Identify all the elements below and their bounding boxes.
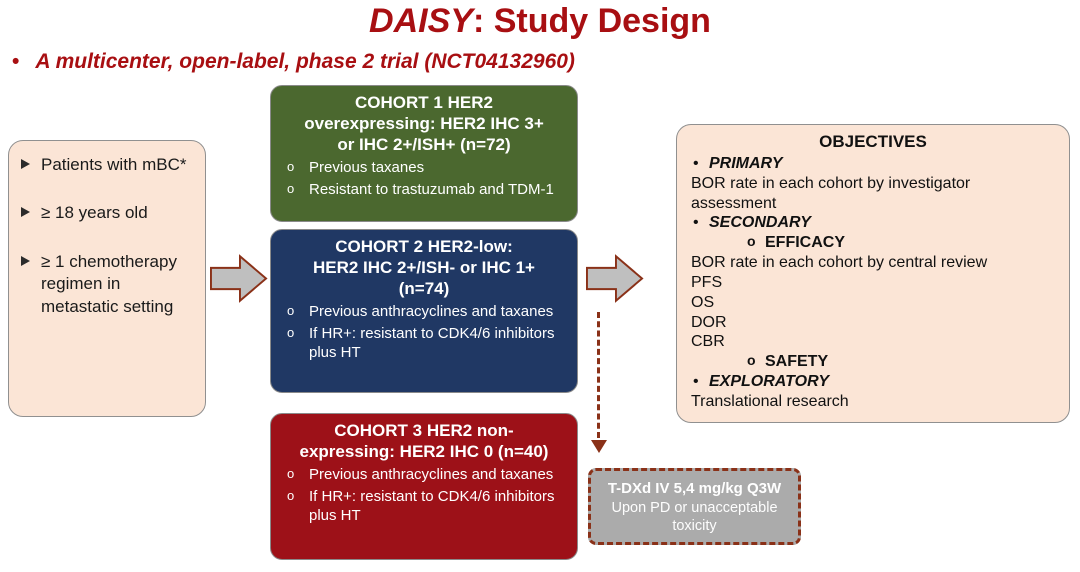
cohort2-title-line: (n=74) [398, 279, 450, 299]
objective-item: Translational research [691, 392, 1055, 412]
circle-bullet-icon [287, 325, 309, 363]
circle-bullet-icon [287, 303, 309, 322]
objectives-box: OBJECTIVES PRIMARY BOR rate in each coho… [676, 124, 1070, 423]
objective-text: SECONDARY [709, 214, 811, 232]
treatment-duration: Upon PD or unacceptable [611, 499, 778, 516]
objective-text: PFS [691, 273, 723, 291]
circle-bullet-icon [287, 181, 309, 200]
eligibility-item: ≥ 18 years old [21, 202, 197, 224]
circle-bullet-icon [747, 233, 765, 253]
cohort2-box: COHORT 2 HER2-low: HER2 IHC 2+/ISH- or I… [270, 229, 578, 393]
eligibility-item: ≥ 1 chemotherapy regimen in metastatic s… [21, 251, 197, 318]
bullet-dot-icon [691, 154, 709, 174]
cohort1-title-line: overexpressing: HER2 IHC 3+ [304, 114, 544, 134]
cohort1-bullet: Previous taxanes [279, 159, 569, 178]
cohort2-bullet-text: If HR+: resistant to CDK4/6 inhibitors p… [309, 325, 555, 362]
cohort3-title-line: COHORT 3 HER2 non- [334, 421, 514, 440]
eligibility-item-text: ≥ 18 years old [41, 203, 148, 223]
objective-text: Translational research [691, 392, 849, 410]
objective-item: PFS [691, 273, 1055, 293]
treatment-duration: toxicity [672, 518, 717, 535]
arrowhead-bullet-icon [21, 207, 41, 224]
objectives-header: OBJECTIVES [819, 132, 927, 151]
cohort2-title: COHORT 2 HER2-low: HER2 IHC 2+/ISH- or I… [279, 236, 569, 299]
cohort1-box: COHORT 1 HER2 overexpressing: HER2 IHC 3… [270, 85, 578, 222]
title-suffix: : Study Design [472, 2, 711, 40]
cohort3-bullet-text: If HR+: resistant to CDK4/6 inhibitors p… [309, 488, 555, 524]
objective-item: DOR [691, 313, 1055, 333]
cohort2-title-line: HER2 IHC 2+/ISH- or IHC 1+ [312, 258, 535, 278]
cohort3-box: COHORT 3 HER2 non- expressing: HER2 IHC … [270, 413, 578, 560]
bullet-dot-icon [691, 213, 709, 233]
treatment-dose: T-DXd IV 5,4 mg/kg Q3W [607, 480, 782, 497]
circle-bullet-icon [287, 159, 309, 178]
objective-item: OS [691, 293, 1055, 313]
objective-text: EXPLORATORY [709, 373, 830, 391]
objective-item: EFFICACY [691, 233, 1055, 253]
down-arrowhead-icon [591, 440, 607, 453]
cohort1-title: COHORT 1 HER2 overexpressing: HER2 IHC 3… [279, 92, 569, 155]
cohort1-title-line: or IHC 2+/ISH+ (n=72) [337, 135, 511, 155]
cohort2-bullet: Previous anthracyclines and taxanes [279, 303, 569, 322]
eligibility-item-text: ≥ 1 chemotherapy regimen in metastatic s… [41, 251, 177, 316]
objective-item: SAFETY [691, 352, 1055, 372]
eligibility-box: Patients with mBC* ≥ 18 years old ≥ 1 ch… [8, 140, 206, 417]
objective-text: EFFICACY [765, 234, 845, 252]
objective-item: PRIMARY [691, 154, 1055, 174]
bullet-dot-icon [12, 50, 35, 74]
objective-item: SECONDARY [691, 213, 1055, 233]
title-study-name: DAISY [369, 2, 473, 40]
circle-bullet-icon [747, 352, 765, 372]
subtitle-text: A multicenter, open-label, phase 2 trial… [35, 50, 575, 73]
cohort1-bullet-text: Resistant to trastuzumab and TDM-1 [309, 181, 554, 199]
circle-bullet-icon [287, 466, 309, 485]
flow-arrow-right-icon [210, 254, 268, 303]
dashed-connector-line [597, 312, 600, 438]
cohort1-bullet-text: Previous taxanes [309, 159, 425, 177]
objective-text: SAFETY [765, 353, 829, 371]
objective-text: CBR [691, 333, 725, 351]
objective-item: BOR rate in each cohort by central revie… [691, 253, 1055, 273]
objective-text: DOR [691, 313, 727, 331]
cohort2-bullet-text: Previous anthracyclines and taxanes [309, 303, 554, 321]
bullet-dot-icon [691, 372, 709, 392]
eligibility-item-text: Patients with mBC* [41, 155, 187, 174]
circle-bullet-icon [287, 488, 309, 526]
cohort1-bullet: Resistant to trastuzumab and TDM-1 [279, 181, 569, 200]
flow-arrow-right-icon [586, 254, 644, 303]
objective-text: BOR rate in each cohort by central revie… [691, 254, 988, 272]
arrowhead-bullet-icon [21, 256, 41, 318]
objective-item: BOR rate in each cohort by investigator … [691, 174, 1055, 214]
treatment-box: T-DXd IV 5,4 mg/kg Q3W Upon PD or unacce… [588, 468, 801, 545]
arrowhead-bullet-icon [21, 159, 41, 176]
objective-text: BOR rate in each cohort by investigator … [691, 174, 971, 212]
cohort3-bullet-text: Previous anthracyclines and taxanes [309, 466, 554, 484]
cohort3-bullet: Previous anthracyclines and taxanes [279, 466, 569, 485]
objective-item: EXPLORATORY [691, 372, 1055, 392]
cohort3-title-line: expressing: HER2 IHC 0 (n=40) [299, 442, 549, 462]
cohort1-title-line: COHORT 1 HER2 [355, 93, 493, 112]
page-title: DAISY: Study Design [0, 2, 1080, 41]
subtitle: A multicenter, open-label, phase 2 trial… [12, 50, 575, 74]
objective-text: PRIMARY [709, 155, 783, 172]
objective-text: OS [691, 293, 715, 311]
cohort3-bullet: If HR+: resistant to CDK4/6 inhibitors p… [279, 488, 569, 526]
cohort2-title-line: COHORT 2 HER2-low: [335, 237, 513, 256]
objective-item: CBR [691, 332, 1055, 352]
cohort3-title: COHORT 3 HER2 non- expressing: HER2 IHC … [279, 420, 569, 462]
eligibility-item: Patients with mBC* [21, 154, 197, 176]
cohort2-bullet: If HR+: resistant to CDK4/6 inhibitors p… [279, 325, 569, 363]
